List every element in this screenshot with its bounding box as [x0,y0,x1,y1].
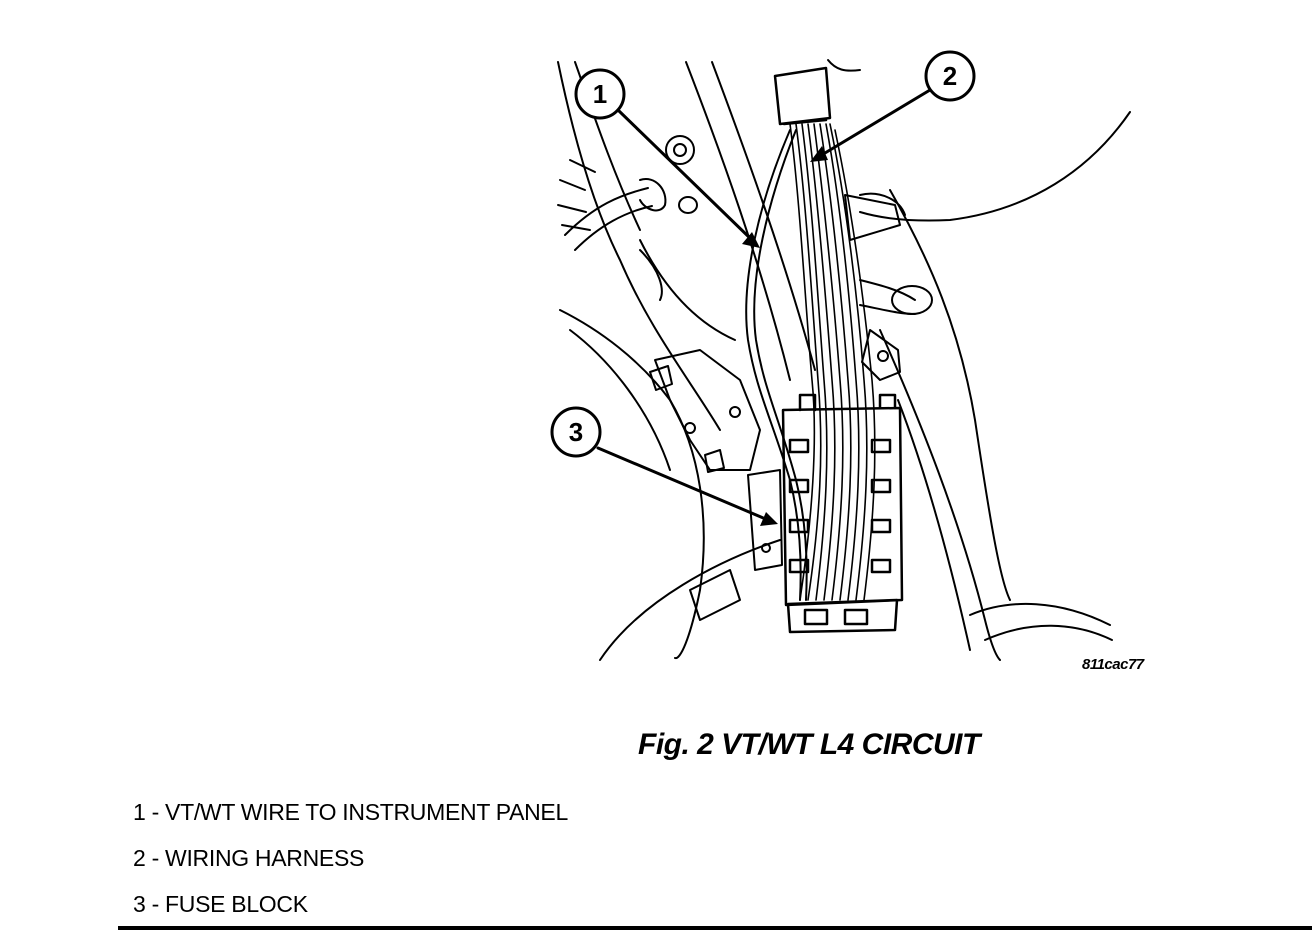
pillar-trim [557,61,816,661]
wiring-illustration: 1 2 3 [550,50,1131,661]
callout-circle-2 [924,50,976,102]
callout-circle-1 [574,68,626,120]
harness-top-connector [773,66,832,126]
figure-caption: Fig. 2 VT/WT L4 CIRCUIT [638,728,980,761]
mounting-bracket [649,349,783,621]
legend-text: FUSE BLOCK [165,891,308,917]
callout-number-3: 3 [569,417,583,447]
image-code: 811cac77 [1082,656,1144,673]
callout-circle-3 [550,406,602,458]
legend: 1 - VT/WT WIRE TO INSTRUMENT PANEL 2 - W… [133,798,568,936]
dash-surface [827,59,1131,661]
legend-text: WIRING HARNESS [165,845,365,871]
legend-number: 2 [133,845,146,871]
callout-number-2: 2 [943,61,957,91]
bottom-rule [118,926,1312,930]
legend-item: 1 - VT/WT WIRE TO INSTRUMENT PANEL [133,799,568,825]
grommet [557,135,698,301]
arrow-head-1 [742,232,760,248]
callout-leaders [596,88,932,522]
callout-circles [550,50,976,458]
legend-text: VT/WT WIRE TO INSTRUMENT PANEL [165,799,568,825]
wiring-harness-bundle [789,123,876,601]
legend-item: 2 - WIRING HARNESS [133,845,365,871]
legend-number: 3 [133,891,146,917]
fuse-block [781,393,904,634]
arrow-head-2 [810,146,828,162]
vt-wt-wire [745,129,808,601]
legend-item: 3 - FUSE BLOCK [133,891,308,917]
arrow-head-3 [760,512,778,526]
legend-number: 1 [133,799,146,825]
callout-number-1: 1 [593,79,607,109]
